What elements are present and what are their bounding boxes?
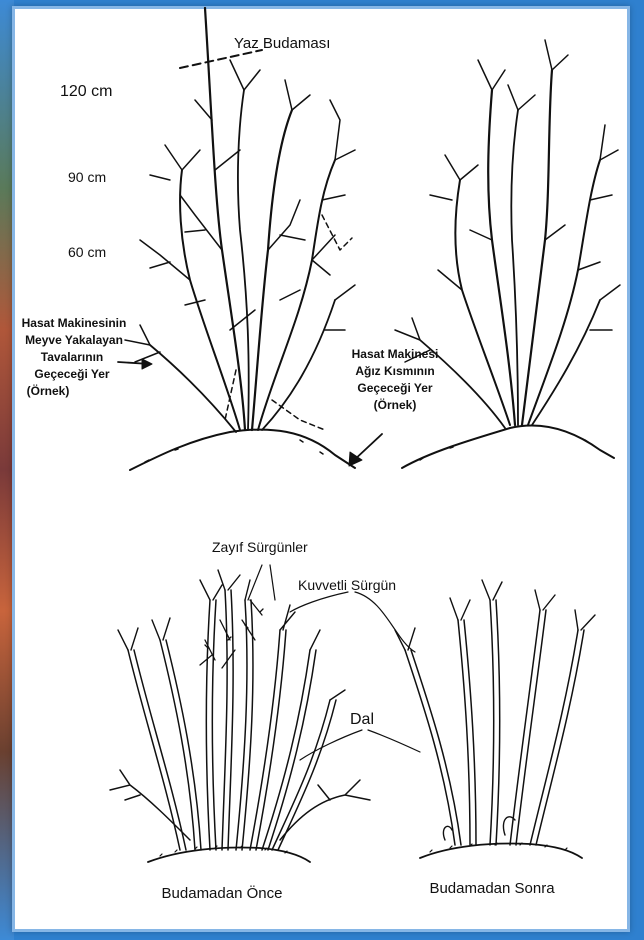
right-note-line-3: Geçeceği Yer xyxy=(357,381,433,395)
right-note-line-1: Hasat Makinesi xyxy=(352,347,439,361)
weak-shoots-label: Zayıf Sürgünler xyxy=(212,539,308,555)
bottom-right-bush xyxy=(395,580,595,858)
summer-pruning-label: Yaz Budaması xyxy=(234,35,330,52)
left-note-line-4: Geçeceği Yer xyxy=(34,367,110,381)
height-label-90: 90 cm xyxy=(68,169,106,185)
before-pruning-caption: Budamadan Önce xyxy=(162,884,283,902)
height-label-60: 60 cm xyxy=(68,244,106,260)
top-left-bush xyxy=(118,8,382,470)
right-note-line-4: (Örnek) xyxy=(374,397,417,412)
strong-shoot-label: Kuvvetli Sürgün xyxy=(298,577,396,593)
left-note-line-5: (Örnek) xyxy=(27,383,70,398)
left-note-line-3: Tavalarının xyxy=(41,350,103,364)
top-right-bush xyxy=(395,40,620,468)
left-note-line-1: Hasat Makinesinin xyxy=(22,316,127,330)
branch-label: Dal xyxy=(350,711,374,728)
right-harvester-note: Hasat Makinesi Ağız Kısmının Geçeceği Ye… xyxy=(352,347,439,412)
after-pruning-caption: Budamadan Sonra xyxy=(429,880,555,897)
left-harvester-note: Hasat Makinesinin Meyve Yakalayan Tavala… xyxy=(22,316,127,398)
right-note-line-2: Ağız Kısmının xyxy=(355,364,434,378)
height-label-120: 120 cm xyxy=(60,83,112,100)
left-note-line-2: Meyve Yakalayan xyxy=(25,333,123,347)
